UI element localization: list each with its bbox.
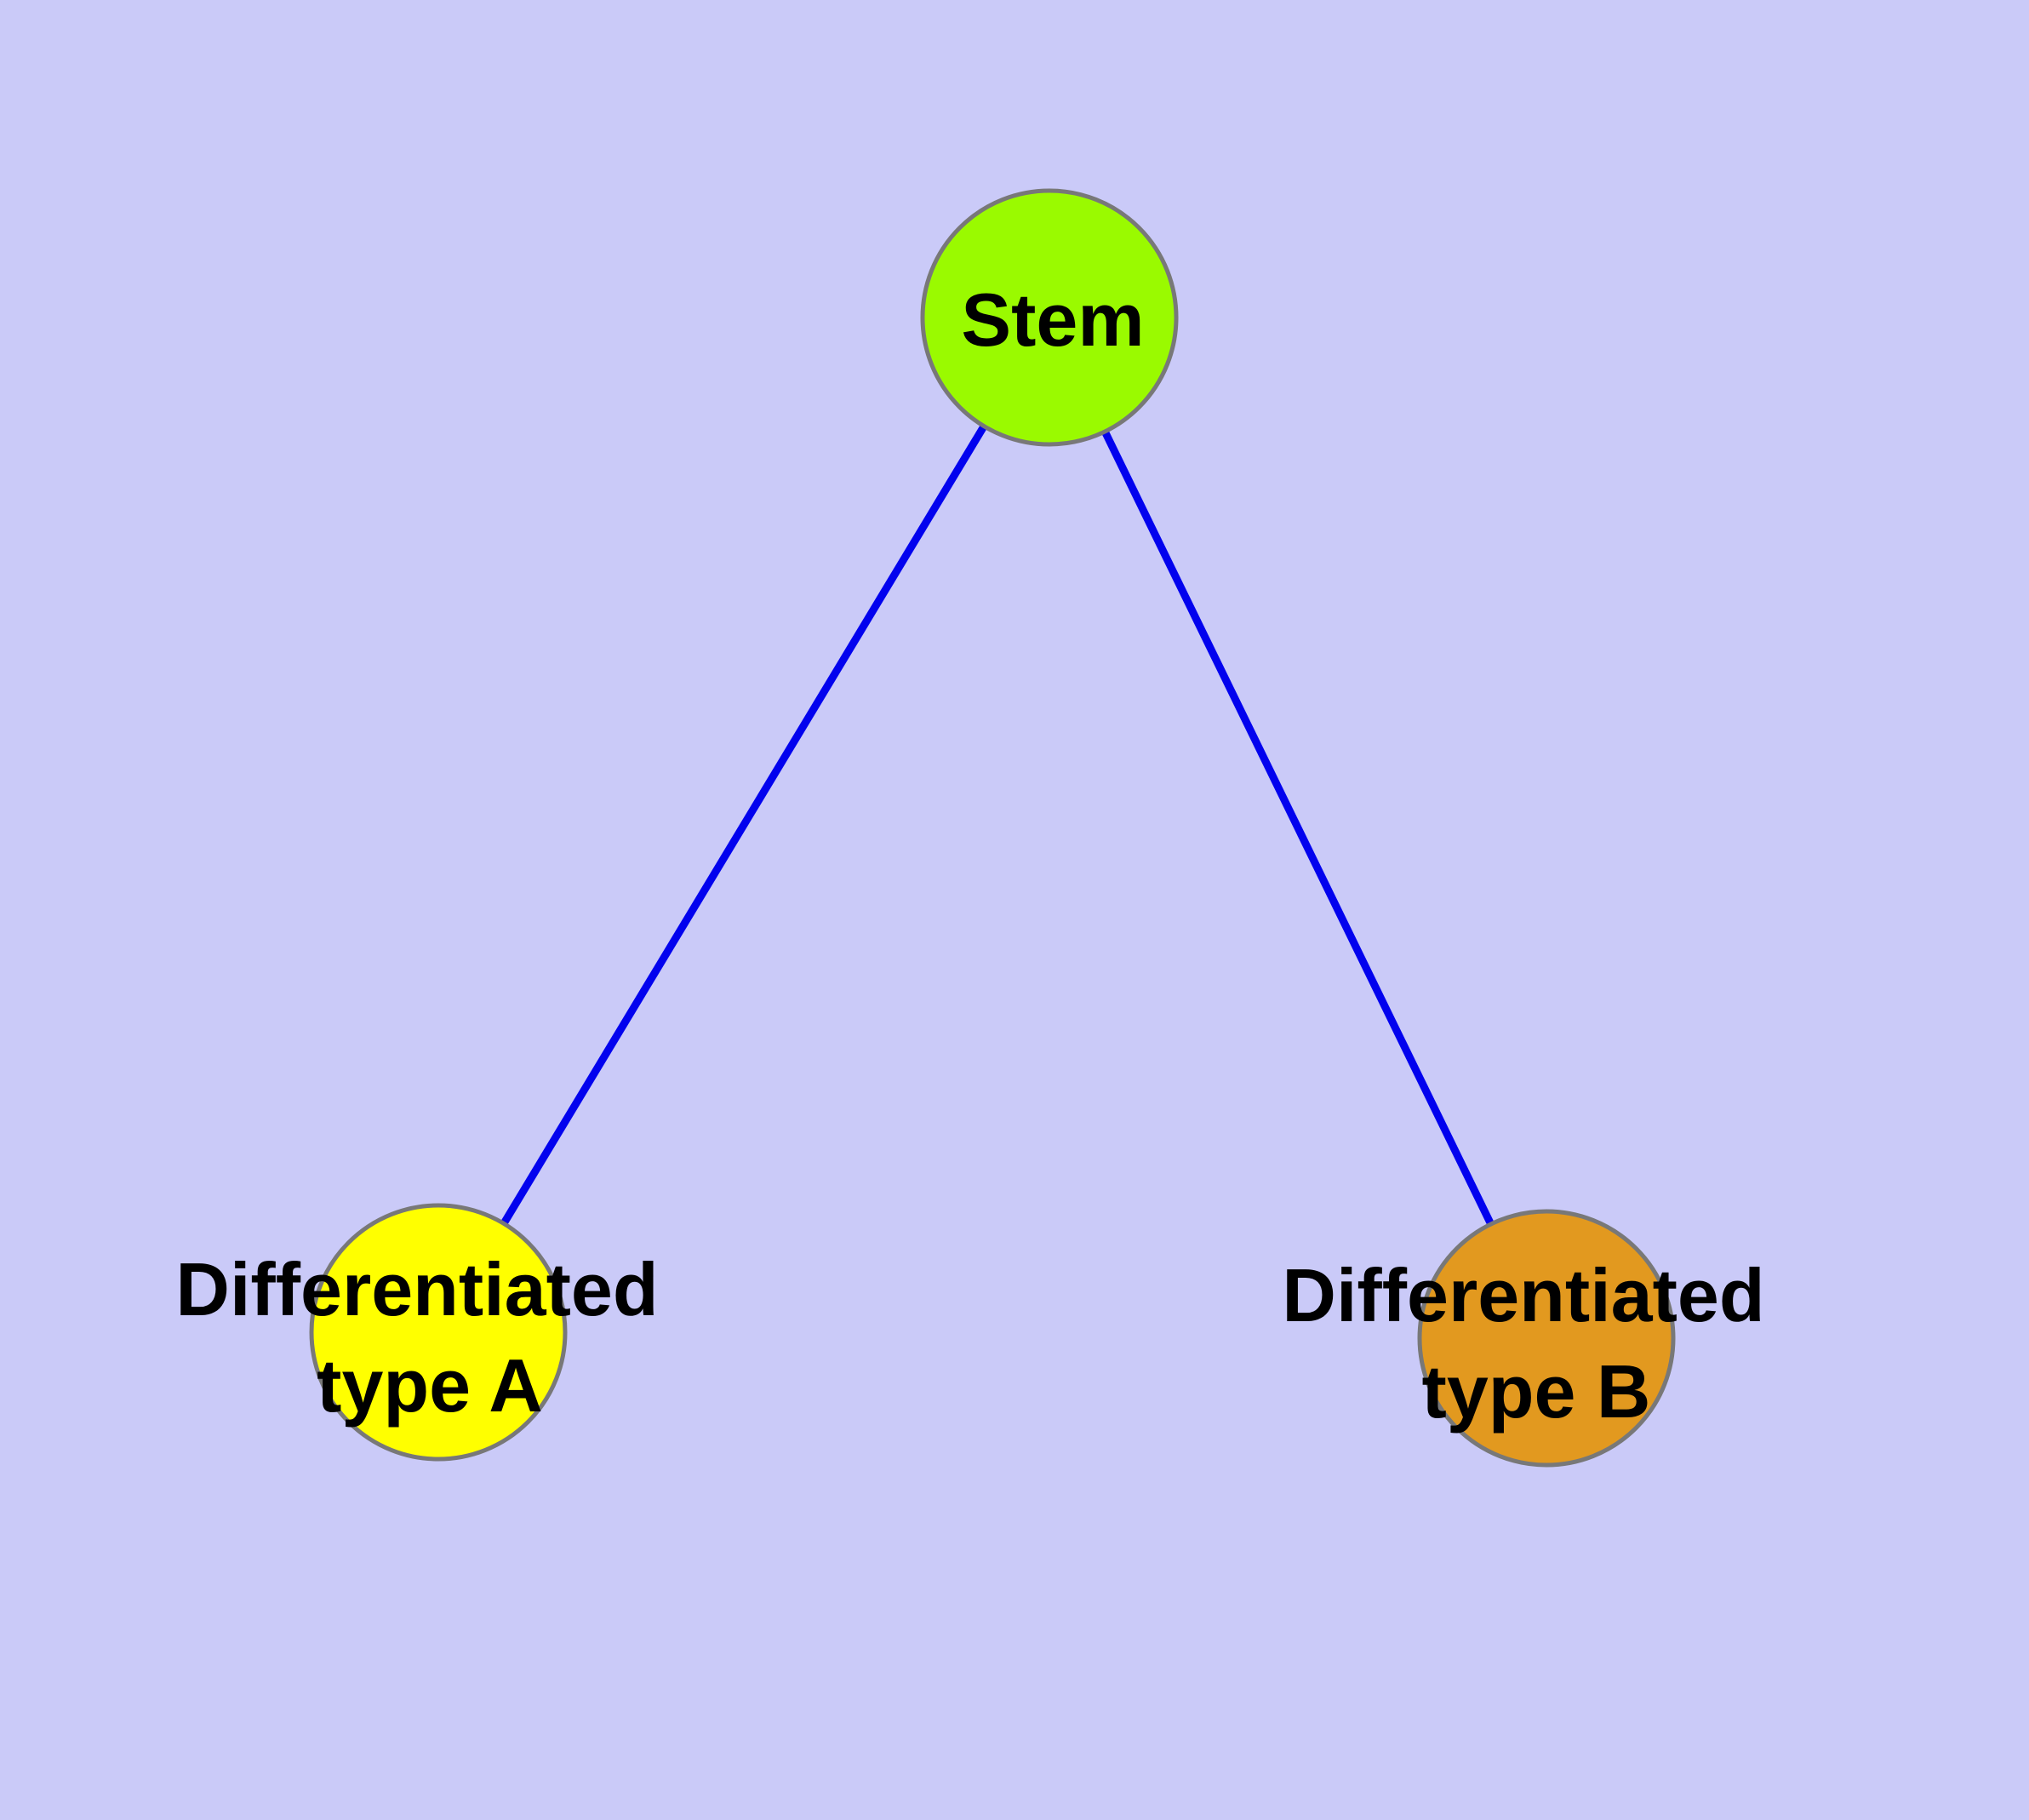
node-layer: Stem Differentiated type A Differentiate… [175,188,1765,1468]
node-type-a-label-line-1: Differentiated [175,1247,658,1331]
node-stem-label: Stem [961,278,1144,362]
node-type-b-circle [1417,1209,1676,1468]
edge-stem-to-type-a [435,315,1053,1335]
edge-stem-to-type-b [1045,316,1551,1340]
node-stem-circle [920,188,1179,447]
node-differentiated-type-b: Differentiated type B [1282,1209,1765,1468]
node-type-b-label-line-1: Differentiated [1282,1253,1764,1337]
node-type-a-label-line-2: type A [317,1343,543,1428]
node-stem: Stem [920,188,1179,447]
node-type-b-label-line-2: type B [1422,1349,1651,1434]
node-differentiated-type-a: Differentiated type A [175,1203,659,1462]
node-type-a-circle [309,1203,568,1462]
edge-layer [435,315,1551,1340]
